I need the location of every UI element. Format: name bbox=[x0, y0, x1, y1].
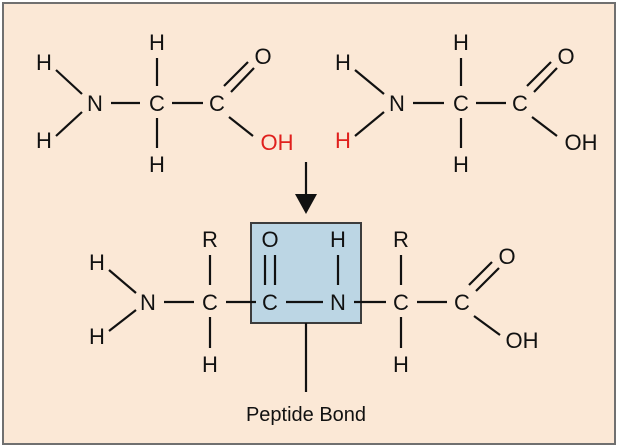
bond bbox=[354, 69, 385, 95]
atom-o: O bbox=[557, 44, 574, 69]
double-bond bbox=[230, 67, 255, 93]
reaction-arrow bbox=[295, 162, 317, 214]
atom-o: O bbox=[498, 244, 515, 269]
atom-c-alpha: C bbox=[393, 290, 409, 315]
dipeptide: H H N C R H C O N H C R H C O OH bbox=[89, 227, 538, 377]
bond bbox=[55, 69, 83, 95]
atom-o: O bbox=[254, 44, 271, 69]
atom-h: H bbox=[36, 50, 52, 75]
atom-n: N bbox=[140, 290, 156, 315]
bond bbox=[228, 116, 254, 137]
arrow-head bbox=[295, 194, 317, 214]
peptide-bond-caption: Peptide Bond bbox=[246, 404, 366, 426]
atom-h: H bbox=[330, 227, 346, 252]
amino-acid-left: H H N C H H C O OH bbox=[36, 30, 293, 177]
atom-h: H bbox=[335, 50, 351, 75]
double-bond bbox=[533, 67, 558, 93]
peptide-bond-highlight bbox=[251, 223, 361, 323]
atom-c-alpha: C bbox=[149, 91, 165, 116]
atom-n: N bbox=[87, 91, 103, 116]
atom-h: H bbox=[89, 250, 105, 275]
double-bond bbox=[223, 61, 249, 87]
atom-c-carboxyl: C bbox=[209, 91, 225, 116]
double-bond bbox=[475, 267, 500, 292]
bond bbox=[55, 111, 83, 137]
bond bbox=[108, 269, 137, 294]
atom-oh-removed: OH bbox=[261, 130, 294, 155]
atom-oh: OH bbox=[506, 328, 539, 353]
atom-r: R bbox=[393, 227, 409, 252]
bond bbox=[531, 116, 558, 137]
atom-n-amide: N bbox=[330, 290, 346, 315]
atom-h: H bbox=[453, 152, 469, 177]
atom-h: H bbox=[89, 324, 105, 349]
atom-c-carbonyl: C bbox=[262, 290, 278, 315]
atom-c-alpha: C bbox=[453, 91, 469, 116]
atom-n: N bbox=[389, 91, 405, 116]
bond bbox=[473, 315, 501, 336]
bond bbox=[108, 309, 137, 332]
atom-c-alpha: C bbox=[202, 290, 218, 315]
atom-o: O bbox=[261, 227, 278, 252]
atom-h-removed: H bbox=[335, 128, 351, 153]
double-bond bbox=[468, 261, 493, 286]
atom-c-carboxyl: C bbox=[512, 91, 528, 116]
double-bond bbox=[526, 61, 552, 87]
atom-h: H bbox=[453, 30, 469, 55]
atom-r: R bbox=[202, 227, 218, 252]
atom-h: H bbox=[149, 30, 165, 55]
atom-h: H bbox=[149, 152, 165, 177]
atom-h: H bbox=[36, 128, 52, 153]
amino-acid-right: H H N C H H C O OH bbox=[335, 30, 597, 177]
bond bbox=[354, 111, 385, 137]
atom-h: H bbox=[393, 352, 409, 377]
atom-c-carboxyl: C bbox=[454, 290, 470, 315]
atom-oh: OH bbox=[565, 130, 598, 155]
atom-h: H bbox=[202, 352, 218, 377]
